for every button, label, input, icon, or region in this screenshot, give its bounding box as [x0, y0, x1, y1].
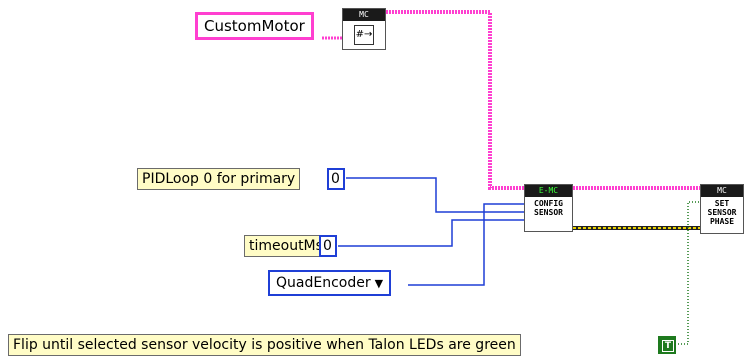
feedback-device-enum[interactable]: QuadEncoder▼ — [268, 270, 392, 296]
pidloop-label: PIDLoop 0 for primary — [137, 168, 301, 190]
mc-vi-icon: #→ — [354, 25, 374, 45]
timeout-wire — [338, 219, 524, 247]
motor-reference-wire — [322, 10, 700, 190]
phase-vi-line1: SET — [714, 199, 730, 208]
config-sensor-vi[interactable]: E-MC CONFIG SENSOR — [524, 184, 573, 232]
flip-phase-label: Flip until selected sensor velocity is p… — [8, 334, 521, 356]
mc-refnum-vi[interactable]: MC #→ — [342, 8, 386, 50]
true-glyph: T — [662, 340, 674, 352]
pidloop-wire — [346, 177, 524, 213]
config-vi-line2: SENSOR — [534, 208, 563, 217]
pidloop-value-constant[interactable]: 0 — [327, 168, 345, 190]
phase-boolean-wire — [678, 201, 700, 345]
phase-vi-line3: PHASE — [709, 217, 735, 226]
phase-boolean-constant[interactable]: T — [658, 336, 676, 354]
custom-motor-control[interactable]: CustomMotor — [195, 12, 314, 40]
set-sensor-phase-vi[interactable]: MC SET SENSOR PHASE — [700, 184, 744, 234]
phase-vi-header: MC — [701, 185, 743, 197]
config-vi-header: E-MC — [525, 185, 572, 197]
mc-vi-header: MC — [343, 9, 385, 21]
timeout-value-constant[interactable]: 0 — [319, 235, 337, 257]
feedback-wire — [408, 203, 524, 286]
feedback-device-value: QuadEncoder — [276, 275, 371, 291]
config-vi-line1: CONFIG — [534, 199, 563, 208]
phase-vi-line2: SENSOR — [707, 208, 737, 217]
timeout-label: timeoutMs — [244, 235, 328, 257]
dropdown-arrow-icon[interactable]: ▼ — [374, 277, 384, 290]
